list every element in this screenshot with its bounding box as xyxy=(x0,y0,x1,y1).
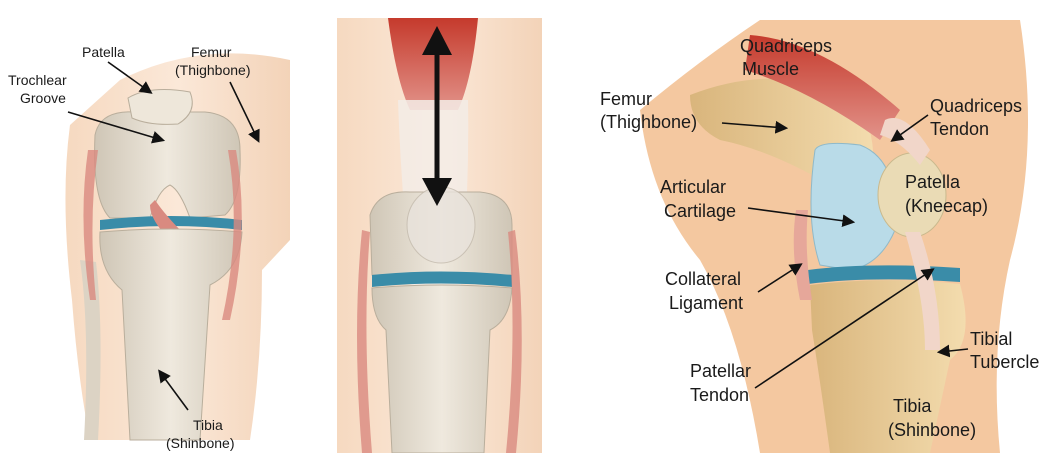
label-collateral-line1: Collateral xyxy=(665,269,741,289)
label-quadriceps-muscle-line1: Quadriceps xyxy=(740,36,832,56)
label-femur-r-line1: Femur xyxy=(600,89,652,109)
label-patella-r-line1: Patella xyxy=(905,172,961,192)
label-femur-line1: Femur xyxy=(191,44,232,60)
label-trochlear-line1: Trochlear xyxy=(8,72,67,88)
label-patellar-tendon-line2: Tendon xyxy=(690,385,749,405)
label-quadriceps-tendon-line2: Tendon xyxy=(930,119,989,139)
label-quadriceps-muscle-line2: Muscle xyxy=(742,59,799,79)
label-patella-r-line2: (Kneecap) xyxy=(905,196,988,216)
label-quadriceps-tendon-line1: Quadriceps xyxy=(930,96,1022,116)
label-articular-cartilage-line2: Cartilage xyxy=(664,201,736,221)
label-femur-line2: (Thighbone) xyxy=(175,62,251,78)
label-femur-r-line2: (Thighbone) xyxy=(600,112,697,132)
label-tibia-line1: Tibia xyxy=(193,417,223,433)
label-collateral-line2: Ligament xyxy=(669,293,743,313)
label-tibia-r-line1: Tibia xyxy=(893,396,932,416)
left-knee-front-view xyxy=(65,53,290,440)
label-tibia-line2: (Shinbone) xyxy=(166,435,235,451)
label-patellar-tendon-line1: Patellar xyxy=(690,361,751,381)
label-articular-cartilage-line1: Articular xyxy=(660,177,726,197)
label-tibial-tubercle-line1: Tibial xyxy=(970,329,1012,349)
label-tibia-r-line2: (Shinbone) xyxy=(888,420,976,440)
middle-knee-quadriceps-view xyxy=(337,18,542,453)
label-tibial-tubercle-line2: Tubercle xyxy=(970,352,1039,372)
label-patella: Patella xyxy=(82,44,125,60)
label-trochlear-line2: Groove xyxy=(20,90,66,106)
